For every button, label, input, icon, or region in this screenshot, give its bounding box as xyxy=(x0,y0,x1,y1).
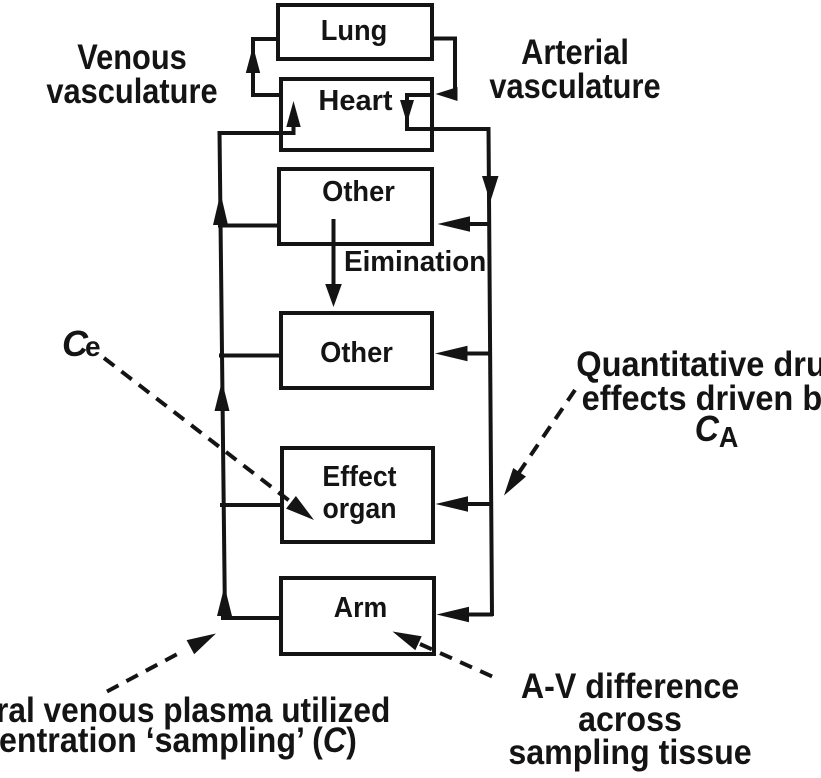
other-upper-box xyxy=(277,167,434,246)
elimination-label: Eimination xyxy=(344,245,487,278)
ce-dashed-arrow xyxy=(102,356,314,520)
peripheral-line2-post: ) xyxy=(346,721,357,760)
elimination-arrowhead xyxy=(325,284,342,307)
venous-label-line1: Venous xyxy=(77,38,187,77)
av-difference-label: A-V difference across sampling tissue xyxy=(483,667,777,772)
av-label-line3: sampling tissue xyxy=(508,733,752,772)
venous-line xyxy=(213,101,301,621)
venous-up-arrowhead-3 xyxy=(217,586,232,616)
elimination-arrow xyxy=(325,219,342,307)
venous-heart-arrowhead xyxy=(286,101,301,127)
peripheral-arrowhead xyxy=(186,633,216,655)
venous-label-line2: vasculature xyxy=(46,72,218,111)
ce-label: Ce xyxy=(62,324,101,367)
peripheral-dashed-arrow xyxy=(106,633,216,694)
arterial-vasculature-label: Arterial vasculature xyxy=(469,32,680,106)
ce-suffix: e xyxy=(85,331,101,362)
arterial-other-lower-arrowhead xyxy=(435,345,468,362)
quantitative-label-line2: effects driven by xyxy=(581,379,821,418)
ce-arrowhead xyxy=(286,496,314,520)
lung-label: Lung xyxy=(320,15,388,47)
effect-organ-label: Effect organ xyxy=(290,461,429,525)
quantitative-dashed-arrow xyxy=(504,388,577,496)
heart-to-lung-connector xyxy=(245,37,282,97)
arterial-effect-arrowhead xyxy=(435,496,468,512)
quantitative-label-symbol: CA xyxy=(694,408,739,455)
quantitative-label-line1: Quantitative drug xyxy=(576,345,821,384)
quantitative-arrowhead xyxy=(504,468,526,496)
quantitative-label: Quantitative drug effects driven by CA xyxy=(562,345,821,455)
lung-to-heart-arrowhead xyxy=(435,87,458,101)
heart-to-lung-arrowhead xyxy=(245,46,261,73)
av-label-line2: across xyxy=(578,700,682,739)
lung-box xyxy=(276,3,434,61)
arterial-arm-arrowhead xyxy=(436,606,469,623)
arterial-line xyxy=(400,93,499,623)
effect-organ-box xyxy=(280,446,435,544)
av-label-line1: A-V difference xyxy=(520,667,740,706)
heart-internal-down-arrowhead xyxy=(400,100,414,123)
other-lower-label: Other xyxy=(320,337,393,369)
peripheral-line2-pre: entration ‘sampling’ ( xyxy=(0,721,323,760)
peripheral-line2-symbol: C xyxy=(322,721,347,760)
arterial-down-arrowhead xyxy=(482,176,499,202)
av-arrowhead xyxy=(392,631,422,651)
venous-up-arrowhead-2 xyxy=(214,381,230,411)
heart-label: Heart xyxy=(318,85,393,117)
peripheral-label-line1: ral venous plasma utilized xyxy=(0,691,391,730)
arm-label: Arm xyxy=(333,592,388,624)
venous-vasculature-label: Venous vasculature xyxy=(26,38,237,111)
av-dashed-arrow xyxy=(392,631,501,682)
lung-to-heart-connector xyxy=(432,36,458,101)
other-upper-label: Other xyxy=(321,176,395,208)
effect-organ-label-line2: organ xyxy=(322,493,397,525)
arterial-label-line2: vasculature xyxy=(489,66,661,106)
ce-symbol: C xyxy=(62,323,88,364)
arterial-other-upper-arrowhead xyxy=(437,216,470,232)
arterial-label-line1: Arterial xyxy=(521,32,629,72)
effect-organ-label-line1: Effect xyxy=(322,461,397,493)
venous-up-arrowhead-1 xyxy=(213,193,228,225)
other-lower-box xyxy=(279,311,434,390)
peripheral-label-line2: entration ‘sampling’ (C) xyxy=(0,721,357,760)
